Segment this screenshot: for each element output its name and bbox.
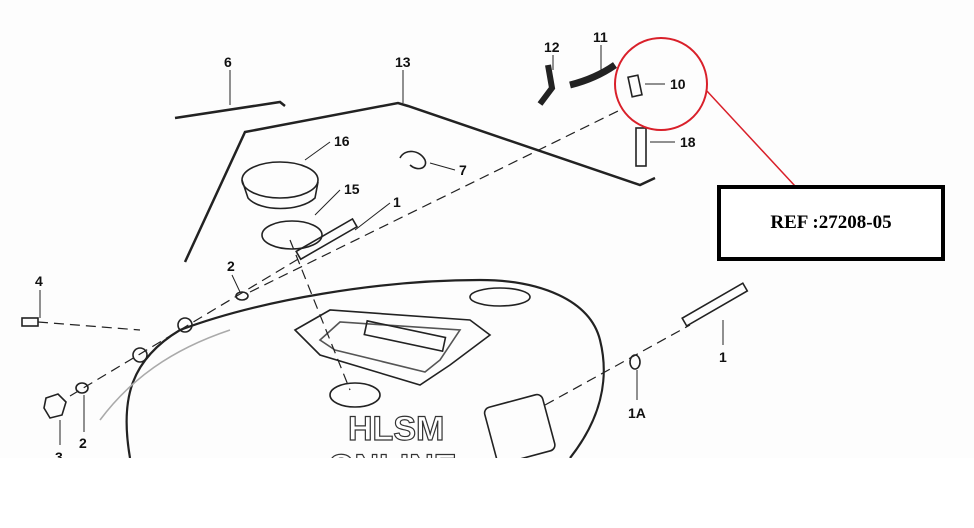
vent-line [183,101,656,263]
callout-2: 2 [227,258,235,274]
callout-7: 7 [459,162,467,178]
callout-18: 18 [680,134,696,150]
gas-cap [241,161,319,199]
callout-1-right: 1 [719,349,727,365]
pump-rod [363,319,447,353]
highlight-circle [614,37,708,131]
bracket [483,393,556,458]
bolt [295,217,359,261]
bolt [681,282,749,328]
gas-cap-body [241,179,319,210]
fuel-tank [125,278,605,458]
nut [43,393,67,419]
callout-1: 1 [393,194,401,210]
reference-box: REF :27208-05 [717,185,945,261]
callout-6: 6 [224,54,232,70]
callout-3: 3 [55,449,63,458]
cable-tie [174,100,286,120]
pump-plate-inner [318,321,462,373]
highlight-leader [705,89,796,187]
clip [399,150,427,170]
tank-inner-line [99,329,231,421]
washer [75,382,89,394]
filler-opening [469,287,531,307]
callout-15: 15 [344,181,360,197]
callout-1A: 1A [628,405,646,421]
valve [635,127,647,167]
watermark-line1: HLSM [348,410,444,448]
callout-2-lower: 2 [79,435,87,451]
callout-4: 4 [35,273,43,289]
gasket [261,220,323,250]
fitting [627,74,643,98]
callout-12: 12 [544,39,560,55]
callout-10: 10 [670,76,686,92]
fuel-port [329,382,381,408]
clip-nut [21,317,39,327]
mount-tab [132,347,148,363]
hose [569,62,618,89]
reference-number: REF :27208-05 [770,212,892,233]
callout-11: 11 [593,29,608,45]
watermark-line2: ONLINE [328,448,456,458]
callout-13: 13 [395,54,411,70]
pump-plate [293,309,492,386]
mount-tab [177,317,193,333]
callout-16: 16 [334,133,350,149]
hose-small [537,64,556,106]
